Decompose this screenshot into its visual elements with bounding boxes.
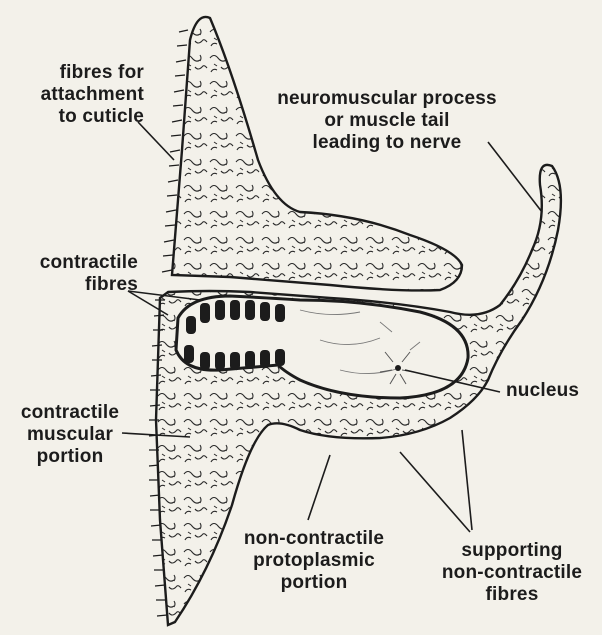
label-supporting-fibres: supporting non-contractile fibres (428, 540, 596, 606)
label-nucleus: nucleus (506, 380, 579, 402)
label-contractile-muscular-portion: contractile muscular portion (8, 402, 132, 468)
label-fibres-for-attachment: fibres for attachment to cuticle (12, 62, 144, 128)
label-non-contractile-protoplasmic: non-contractile protoplasmic portion (232, 528, 396, 594)
label-neuromuscular-process: neuromuscular process or muscle tail lea… (252, 88, 522, 154)
label-contractile-fibres: contractile fibres (12, 252, 138, 296)
